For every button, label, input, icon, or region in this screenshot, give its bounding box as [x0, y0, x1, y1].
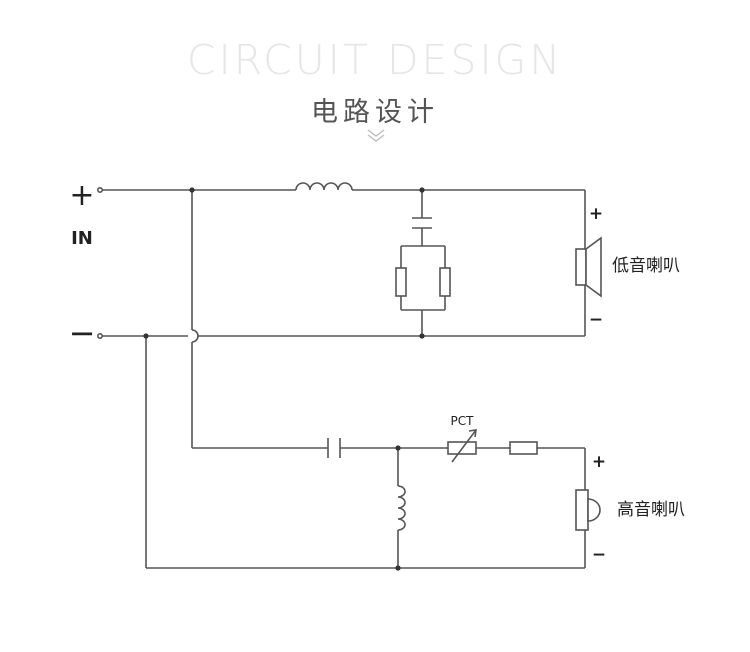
input-plus-sign: + — [69, 178, 94, 213]
input-minus-sign: − — [69, 314, 96, 352]
double-chevron-down-icon — [367, 129, 385, 142]
woofer-speaker-icon — [575, 236, 602, 298]
tweeter-plus-sign: + — [592, 452, 606, 472]
tweeter-series-resistor — [509, 441, 538, 455]
woofer-plus-sign: + — [589, 204, 603, 224]
ptc-label: PCT — [451, 414, 475, 428]
woofer-series-inductor — [295, 182, 353, 191]
woofer-label: 低音喇叭 — [612, 256, 680, 276]
woofer-minus-sign: − — [589, 310, 603, 330]
title-chinese: 电路设计 — [311, 97, 439, 128]
title-english: CIRCUIT DESIGN — [186, 36, 563, 84]
tweeter-label: 高音喇叭 — [617, 500, 685, 520]
junction-dot — [419, 333, 425, 339]
input-label: IN — [71, 228, 93, 249]
tweeter-minus-sign: − — [592, 545, 606, 565]
tweeter-speaker-icon — [575, 489, 601, 531]
input-minus-terminal — [97, 332, 104, 339]
wires — [102, 189, 586, 569]
junction-dot — [395, 565, 401, 571]
woofer-notch-capacitor — [412, 217, 432, 229]
junction-dot — [419, 187, 425, 193]
junction-dot — [189, 187, 195, 193]
junction-dot — [395, 445, 401, 451]
junction-dot — [143, 333, 149, 339]
input-plus-terminal — [97, 187, 104, 194]
woofer-resistor-right — [439, 267, 451, 297]
ptc-thermistor — [447, 429, 477, 463]
woofer-resistor-left — [395, 267, 407, 297]
tweeter-series-capacitor — [327, 438, 341, 458]
tweeter-shunt-inductor — [397, 485, 406, 531]
